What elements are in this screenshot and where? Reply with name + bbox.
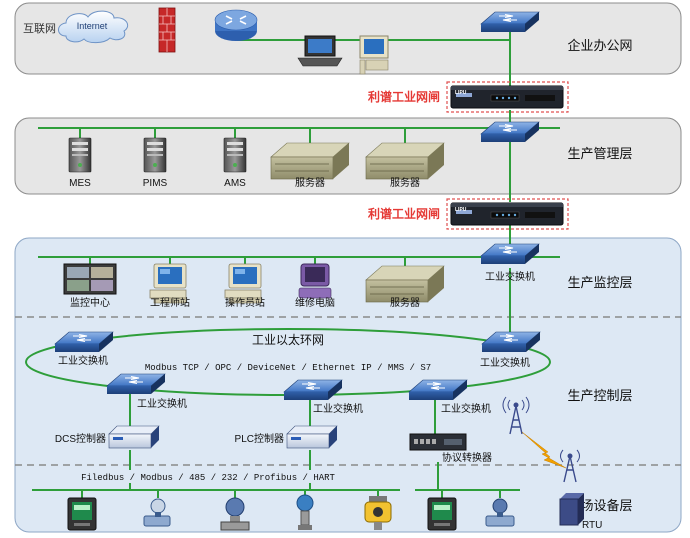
wireless-tower-icon — [502, 396, 530, 435]
internet-zone-label: 互联网 — [23, 22, 56, 35]
field-bus-protocols: Filedbus / Modbus / 485 / 232 / Profibus… — [81, 473, 335, 483]
monitoring-rack-server-icon — [365, 265, 445, 303]
monitoring-switch-label: 工业交换机 — [485, 270, 535, 283]
ring-protocols: Modbus TCP / OPC / DeviceNet / Ethernet … — [145, 363, 431, 373]
mes-label: MES — [69, 178, 91, 189]
management-server-1-label: 服务器 — [295, 176, 325, 189]
flow-meter-2-icon — [485, 498, 515, 527]
mes-server-icon — [68, 137, 92, 173]
gateway-2-brand: LIPU — [455, 207, 467, 213]
rtu-device-icon — [559, 493, 584, 526]
monitoring-center-label: 监控中心 — [70, 296, 110, 309]
protocol-converter-icon — [409, 433, 467, 451]
internet-cloud-icon — [58, 10, 129, 44]
layer-title-management: 生产管理层 — [567, 146, 632, 161]
dcs-controller-label: DCS控制器 — [55, 432, 106, 445]
panel-meter-1-icon — [67, 497, 97, 531]
panel-meter-2-icon — [427, 497, 457, 531]
wireless-link-icon — [521, 431, 567, 469]
plc-controller-icon — [286, 425, 338, 449]
rtu-tower-icon — [560, 449, 580, 483]
internet-cloud-label: Internet — [77, 21, 108, 31]
production-zone — [14, 237, 682, 533]
gateway-1-frame — [446, 81, 569, 113]
management-rack-server-1-icon — [270, 142, 350, 180]
ring-switch-left-label: 工业交换机 — [58, 354, 108, 367]
layer-title-monitoring: 生产监控层 — [567, 275, 632, 290]
ams-label: AMS — [224, 178, 246, 189]
engineer-station-label: 工程师站 — [150, 296, 190, 309]
maintenance-pc-label: 维修电脑 — [295, 296, 335, 309]
flow-transmitter-icon — [220, 497, 250, 531]
flow-meter-1-icon — [143, 498, 171, 527]
gas-detector-icon — [364, 496, 392, 530]
control-switch-2-label: 工业交换机 — [313, 402, 363, 415]
pims-server-icon — [143, 137, 167, 173]
management-rack-server-2-icon — [365, 142, 445, 180]
dcs-controller-icon — [108, 425, 160, 449]
router-icon — [214, 9, 258, 41]
desktop-pc-icon — [359, 35, 389, 75]
plc-controller-label: PLC控制器 — [235, 432, 284, 445]
firewall-icon — [158, 7, 176, 53]
layer-title-control: 生产控制层 — [567, 388, 632, 403]
pressure-transmitter-icon — [296, 494, 314, 530]
gateway-label-bottom: 利谱工业网闸 — [368, 206, 440, 221]
laptop-icon — [297, 35, 343, 67]
gateway-1-icon — [450, 85, 564, 109]
gateway-1-brand: LIPU — [455, 90, 467, 96]
operator-station-label: 操作员站 — [225, 296, 265, 309]
monitoring-center-icon — [63, 263, 117, 295]
layer-title-office: 企业办公网 — [567, 38, 632, 53]
gateway-2-icon — [450, 202, 564, 226]
ams-server-icon — [223, 137, 247, 173]
maintenance-pc-icon — [298, 263, 332, 299]
ring-switch-right-label: 工业交换机 — [480, 356, 530, 369]
monitoring-server-label: 服务器 — [390, 296, 420, 309]
management-server-2-label: 服务器 — [390, 176, 420, 189]
rtu-label: RTU — [582, 520, 602, 531]
control-switch-1-label: 工业交换机 — [137, 397, 187, 410]
ring-title: 工业以太环网 — [252, 332, 324, 347]
field-bus-label-bg — [74, 470, 374, 483]
gateway-2-frame — [446, 198, 569, 230]
pims-label: PIMS — [143, 178, 168, 189]
control-switch-3-label: 工业交换机 — [441, 402, 491, 415]
gateway-label-top: 利谱工业网闸 — [368, 89, 440, 104]
protocol-converter-label: 协议转换器 — [442, 451, 492, 464]
